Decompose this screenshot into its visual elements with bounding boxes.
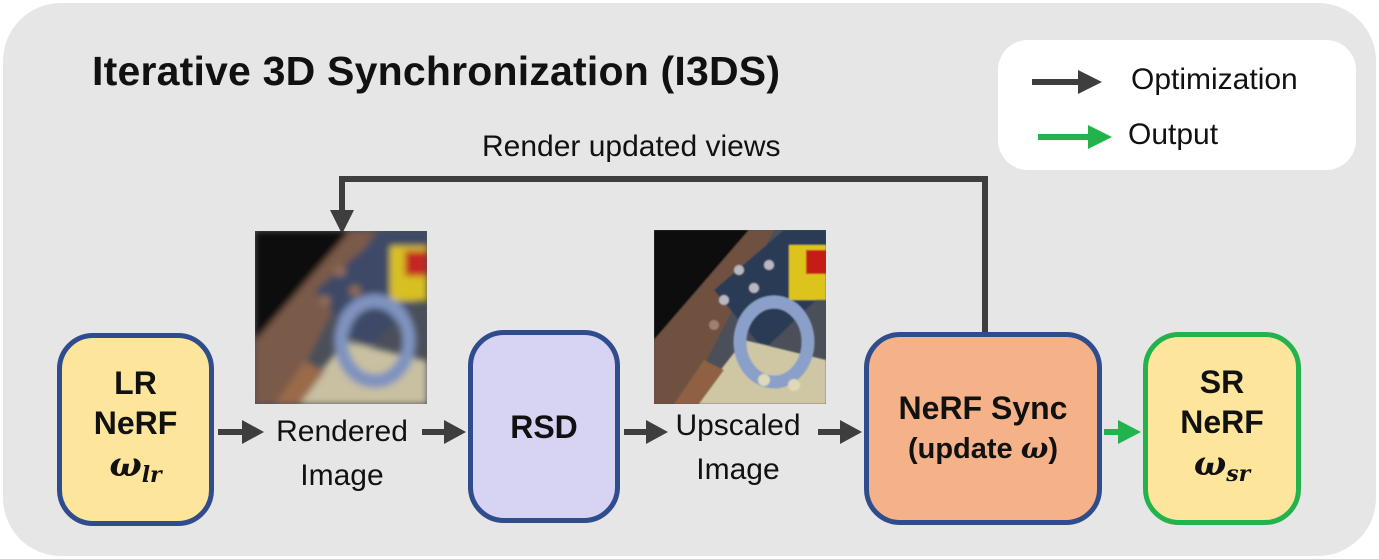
rendered-image-thumbnail bbox=[255, 231, 427, 404]
omega-sr-subscript: sr bbox=[1226, 460, 1251, 487]
lr-nerf-node: LR NeRF ωlr bbox=[57, 333, 214, 526]
diagram-title: Iterative 3D Synchronization (I3DS) bbox=[92, 48, 781, 94]
upscaled-image-label-line2: Image bbox=[696, 453, 780, 486]
arrow-rsd-to-upscaled bbox=[624, 420, 668, 444]
rendered-image-label-line2: Image bbox=[300, 459, 384, 492]
omega-lr-subscript: lr bbox=[141, 461, 162, 488]
omega-lr-symbol: ωlr bbox=[109, 443, 161, 497]
loop-label: Render updated views bbox=[482, 130, 781, 163]
sr-nerf-node: SR NeRF ωsr bbox=[1143, 332, 1301, 525]
legend-box: Optimization Output bbox=[998, 40, 1356, 170]
upscaled-image-label: Upscaled Image bbox=[658, 404, 818, 492]
optimization-arrow-icon bbox=[1032, 70, 1102, 94]
rendered-image-label-line1: Rendered bbox=[276, 415, 408, 448]
nerf-sync-line2-prefix: (update bbox=[907, 433, 1021, 465]
lr-nerf-line1: LR bbox=[114, 364, 157, 401]
output-arrow-icon bbox=[1038, 125, 1112, 149]
sr-nerf-line2: NeRF bbox=[1180, 403, 1264, 440]
nerf-sync-line1: NeRF Sync bbox=[898, 390, 1068, 426]
omega-lr-letter: ω bbox=[109, 444, 142, 485]
arrow-rendered-to-rsd bbox=[422, 420, 466, 444]
rsd-label: RSD bbox=[510, 408, 578, 445]
feedback-loop-arrow bbox=[330, 176, 988, 332]
nerf-sync-line2: (update ω) bbox=[908, 428, 1058, 469]
legend-optimization-label: Optimization bbox=[1131, 63, 1298, 96]
sr-nerf-line1: SR bbox=[1199, 363, 1245, 400]
arrow-lr-to-rendered bbox=[218, 420, 264, 444]
rsd-node: RSD bbox=[468, 330, 620, 523]
rendered-image-label: Rendered Image bbox=[262, 410, 422, 498]
upscaled-image-label-line1: Upscaled bbox=[675, 409, 801, 442]
upscaled-image-thumbnail bbox=[654, 230, 826, 404]
omega-sr-symbol: ωsr bbox=[1194, 442, 1250, 496]
legend-output-label: Output bbox=[1128, 118, 1219, 151]
nerf-sync-omega: ω bbox=[1020, 431, 1049, 465]
arrow-sync-to-sr bbox=[1104, 420, 1141, 444]
arrow-upscaled-to-sync bbox=[818, 420, 862, 444]
legend-arrows bbox=[1032, 70, 1112, 149]
omega-sr-letter: ω bbox=[1193, 443, 1227, 484]
nerf-sync-line2-suffix: ) bbox=[1048, 433, 1059, 465]
lr-nerf-line2: NeRF bbox=[93, 404, 178, 441]
nerf-sync-node: NeRF Sync (update ω) bbox=[864, 332, 1102, 525]
